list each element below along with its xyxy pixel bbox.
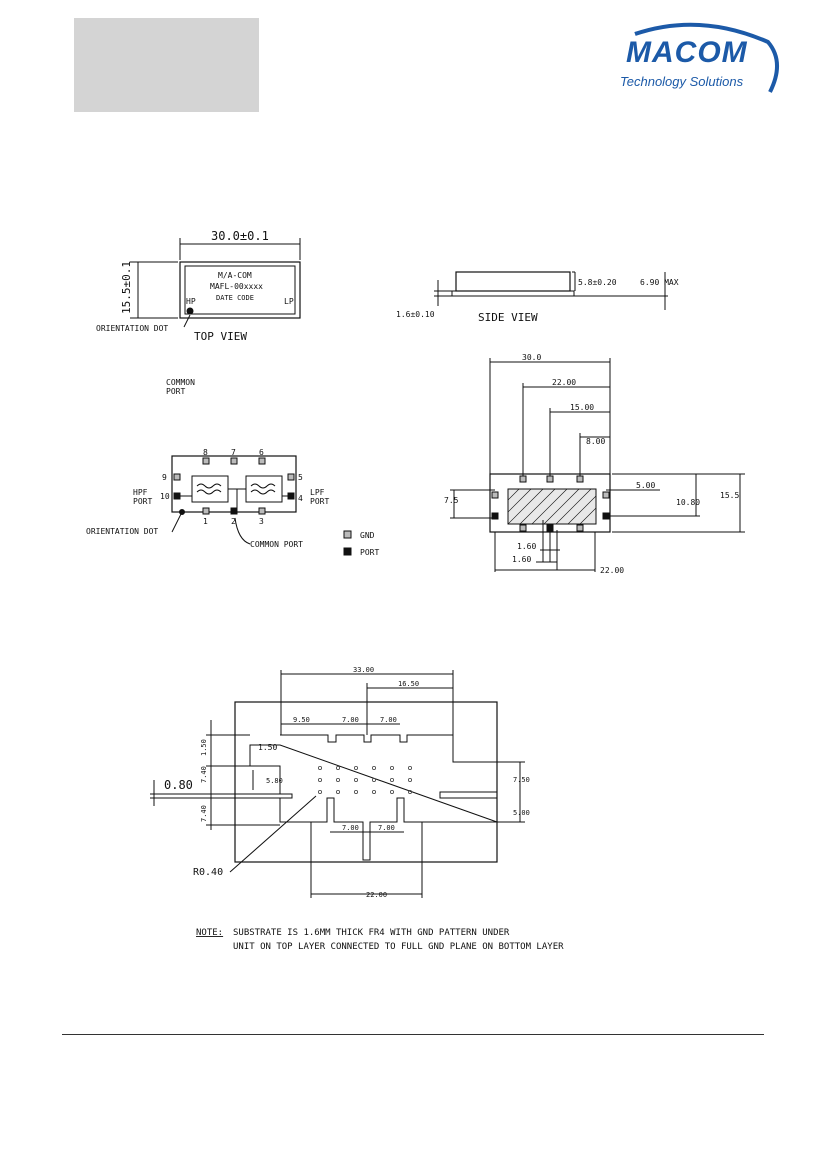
- pcb-dim-7-40-b: 7.40: [200, 805, 208, 822]
- pin-1: 1: [203, 517, 208, 526]
- top-view: 30.0±0.1 15.5±0.1 M/A-COM MAFL-00xxxx DA…: [96, 229, 301, 343]
- top-view-width-dim: 30.0±0.1: [211, 229, 269, 243]
- port-pads: [173, 492, 295, 515]
- hpf-port-label-1: HPF: [133, 488, 148, 497]
- pcb-dim-7-00-d: 7.00: [378, 824, 395, 832]
- pinout-diagram: COMMON PORT 8 7 6 9 5: [86, 378, 379, 557]
- legend-port-swatch: [343, 547, 352, 556]
- dim-8-00: 8.00: [586, 437, 605, 446]
- pcb-dim-r0-40: R0.40: [193, 867, 223, 878]
- pcb-board-outline: [234, 701, 498, 863]
- hpf-filter-block: [191, 475, 229, 503]
- pcb-dim-5-00: 5.00: [513, 809, 530, 817]
- legend-gnd-label: GND: [360, 531, 375, 540]
- pcb-layout: 33.00 16.50 9.50 7.00 7.00 1.50 1.50 7.4…: [150, 666, 530, 899]
- side-view-base: [451, 290, 575, 297]
- pcb-dim-9-50: 9.50: [293, 716, 310, 724]
- pinout-orientation-dot-icon: [179, 509, 185, 515]
- pin-6: 6: [259, 448, 264, 457]
- side-view: 5.8±0.20 6.90 MAX 1.6±0.10 SIDE VIEW: [396, 271, 679, 324]
- pcb-dim-1-50-a: 1.50: [258, 743, 277, 752]
- pcb-via-array: [317, 766, 412, 795]
- orientation-dot-icon: [186, 307, 194, 315]
- pcb-dim-7-40-a: 7.40: [200, 766, 208, 783]
- common-port-header-2: PORT: [166, 387, 185, 396]
- dim-22-00-bottom: 22.00: [600, 566, 624, 575]
- dim-22-00: 22.00: [552, 378, 576, 387]
- side-view-title: SIDE VIEW: [478, 311, 538, 324]
- pcb-dim-22-00: 22.00: [366, 891, 387, 899]
- lpf-filter-block: [245, 475, 283, 503]
- logo-wordmark: MACOM: [626, 36, 748, 69]
- marking-line2: MAFL-00xxxx: [210, 282, 263, 291]
- hp-label: HP: [186, 297, 196, 306]
- legend-port-label: PORT: [360, 548, 379, 557]
- dim-30-0: 30.0: [522, 353, 541, 362]
- pin-8: 8: [203, 448, 208, 457]
- hpf-filter-icon: [196, 483, 222, 495]
- note-line1: SUBSTRATE IS 1.6MM THICK FR4 WITH GND PA…: [233, 928, 510, 938]
- top-view-outline: [179, 261, 301, 319]
- pin-9: 9: [162, 473, 167, 482]
- header-placeholder-box: [74, 18, 259, 112]
- common-port-header-1: COMMON: [166, 378, 195, 387]
- pcb-dim-1-50-b: 1.50: [200, 739, 208, 756]
- logo-tagline: Technology Solutions: [620, 74, 744, 89]
- dim-15-5: 15.5: [720, 491, 739, 500]
- gnd-pads: [173, 457, 295, 515]
- pin-4: 4: [298, 494, 303, 503]
- top-view-title: TOP VIEW: [194, 330, 247, 343]
- pcb-dim-7-50: 7.50: [513, 776, 530, 784]
- bottom-view: 30.0 22.00 15.00 8.00 5.00 7.5 10.80 15.…: [444, 353, 745, 575]
- pinout-orientation-label: ORIENTATION DOT: [86, 527, 158, 536]
- pcb-dim-16-50: 16.50: [398, 680, 419, 688]
- pcb-dim-33-00: 33.00: [353, 666, 374, 674]
- macom-logo: MACOM Technology Solutions: [610, 22, 780, 102]
- footer-divider: [62, 1034, 764, 1035]
- dim-1-60-b: 1.60: [512, 555, 531, 564]
- dim-10-80: 10.80: [676, 498, 700, 507]
- bottom-view-ground-pad: [507, 488, 597, 525]
- hpf-port-label-2: PORT: [133, 497, 152, 506]
- pin-10: 10: [160, 492, 170, 501]
- dim-15-00: 15.00: [570, 403, 594, 412]
- lpf-port-label-1: LPF: [310, 488, 325, 497]
- side-view-base-dim: 1.6±0.10: [396, 310, 435, 319]
- lpf-filter-icon: [250, 483, 276, 495]
- note-block: NOTE: SUBSTRATE IS 1.6MM THICK FR4 WITH …: [196, 928, 564, 952]
- lpf-port-label-2: PORT: [310, 497, 329, 506]
- dim-1-60-a: 1.60: [517, 542, 536, 551]
- pin-5: 5: [298, 473, 303, 482]
- pcb-dim-7-00-c: 7.00: [342, 824, 359, 832]
- dim-7-5: 7.5: [444, 496, 459, 505]
- marking-line1: M/A-COM: [218, 271, 252, 280]
- pin-3: 3: [259, 517, 264, 526]
- logo-swoosh-icon: [634, 22, 779, 93]
- pin-2: 2: [231, 517, 236, 526]
- lp-label: LP: [284, 297, 294, 306]
- side-view-max-dim: 6.90 MAX: [640, 278, 679, 287]
- top-view-orientation-label: ORIENTATION DOT: [96, 324, 168, 333]
- dim-5-00: 5.00: [636, 481, 655, 490]
- pcb-dim-5-80: 5.80: [266, 777, 283, 785]
- side-view-body: [455, 271, 571, 292]
- side-view-height-dim: 5.8±0.20: [578, 278, 617, 287]
- top-view-inner: [184, 265, 296, 315]
- legend-gnd-swatch: [343, 530, 352, 539]
- top-view-height-dim: 15.5±0.1: [120, 261, 133, 314]
- note-line2: UNIT ON TOP LAYER CONNECTED TO FULL GND …: [233, 942, 564, 952]
- pcb-dim-7-00-a: 7.00: [342, 716, 359, 724]
- pcb-dim-7-00-b: 7.00: [380, 716, 397, 724]
- common-port-label: COMMON PORT: [250, 540, 303, 549]
- note-label: NOTE:: [196, 928, 223, 938]
- pcb-dim-0-80: 0.80: [164, 778, 193, 792]
- marking-line3: DATE CODE: [216, 294, 254, 302]
- pin-7: 7: [231, 448, 236, 457]
